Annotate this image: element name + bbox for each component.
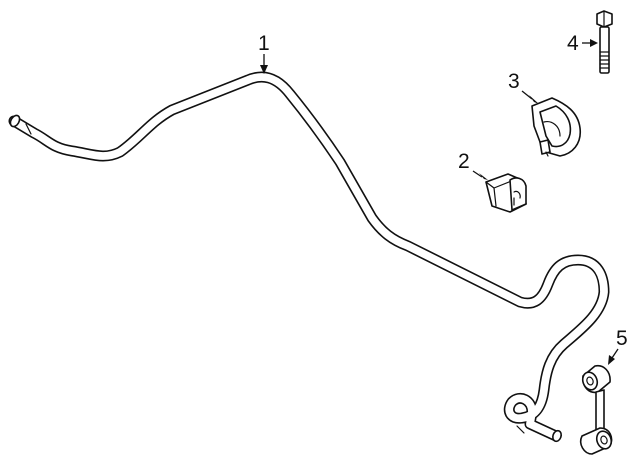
arrowhead-4 (590, 39, 598, 47)
callout-label-4: 4 (567, 32, 579, 55)
callout-5: 5 (608, 327, 628, 365)
callout-1: 1 (258, 32, 270, 74)
leader-line-2 (472, 170, 483, 178)
callout-label-3: 3 (508, 70, 520, 93)
stabilizer-bar (8, 71, 610, 443)
callout-label-5: 5 (616, 327, 628, 350)
arrowhead-3 (529, 95, 539, 104)
callout-label-2: 2 (458, 150, 470, 173)
callout-3: 3 (508, 70, 539, 104)
bushing-bracket (531, 97, 582, 157)
arrowhead-1 (260, 65, 268, 74)
arrowhead-5 (608, 355, 615, 365)
stabilizer-link (579, 364, 613, 455)
leader-line-3 (521, 90, 533, 100)
leader-line-5 (611, 348, 619, 359)
bushing (485, 173, 527, 213)
callout-2: 2 (458, 150, 488, 180)
callout-4: 4 (567, 32, 598, 55)
bracket-bolt (596, 10, 613, 74)
callout-label-1: 1 (258, 32, 270, 55)
arrowhead-2 (479, 173, 488, 180)
